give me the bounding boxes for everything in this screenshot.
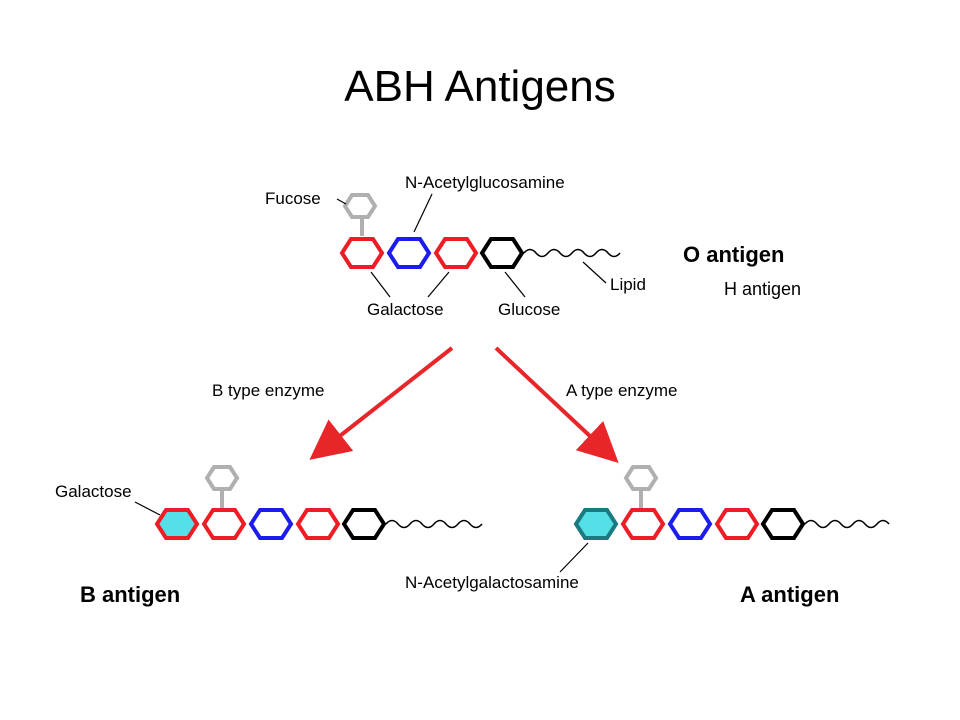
b-enzyme-label: B type enzyme xyxy=(212,381,324,400)
galactose-hexagon-a2 xyxy=(714,508,760,540)
n-acetylglucosamine-label: N-Acetylglucosamine xyxy=(405,173,565,192)
o-antigen-chain xyxy=(339,193,621,269)
glucose-hexagon-b xyxy=(341,508,387,540)
b-antigen-label: B antigen xyxy=(80,582,180,607)
glcnac-hexagon-b xyxy=(248,508,294,540)
a-antigen-chain xyxy=(573,465,890,540)
galactose-hexagon-2 xyxy=(433,237,479,269)
glucose-hexagon-a xyxy=(760,508,806,540)
glucose-label: Glucose xyxy=(498,300,560,319)
fucose-hexagon-a xyxy=(623,465,659,491)
lipid-tail-a xyxy=(804,519,890,529)
glcnac-hexagon-a xyxy=(667,508,713,540)
n-acetylgalactosamine-label: N-Acetylgalactosamine xyxy=(405,573,579,592)
b-enzyme-arrow xyxy=(309,346,454,460)
fucose-hexagon-b xyxy=(204,465,240,491)
a-antigen-label: A antigen xyxy=(740,582,839,607)
a-enzyme-arrow xyxy=(494,346,619,463)
terminal-galnac-hexagon xyxy=(573,508,619,540)
galactose-hexagon-b xyxy=(201,508,247,540)
h-antigen-note: H antigen xyxy=(724,279,802,299)
lipid-label: Lipid xyxy=(610,275,646,294)
glucose-hexagon xyxy=(479,237,525,269)
b-antigen-chain xyxy=(154,465,483,540)
a-enzyme-label: A type enzyme xyxy=(566,381,678,400)
galactose-hexagon-a xyxy=(620,508,666,540)
glcnac-hexagon xyxy=(386,237,432,269)
galactose-left-label: Galactose xyxy=(55,482,132,501)
slide-title: ABH Antigens xyxy=(344,62,616,111)
fucose-label: Fucose xyxy=(265,189,321,208)
galactose-hexagon-b2 xyxy=(295,508,341,540)
lipid-tail-b xyxy=(385,519,483,529)
lipid-tail xyxy=(523,248,621,258)
galactose-hexagon xyxy=(339,237,385,269)
fucose-hexagon xyxy=(342,193,378,219)
o-antigen-label: O antigen xyxy=(683,242,784,267)
galactose-top-label: Galactose xyxy=(367,300,444,319)
terminal-galactose-hexagon xyxy=(154,508,200,540)
